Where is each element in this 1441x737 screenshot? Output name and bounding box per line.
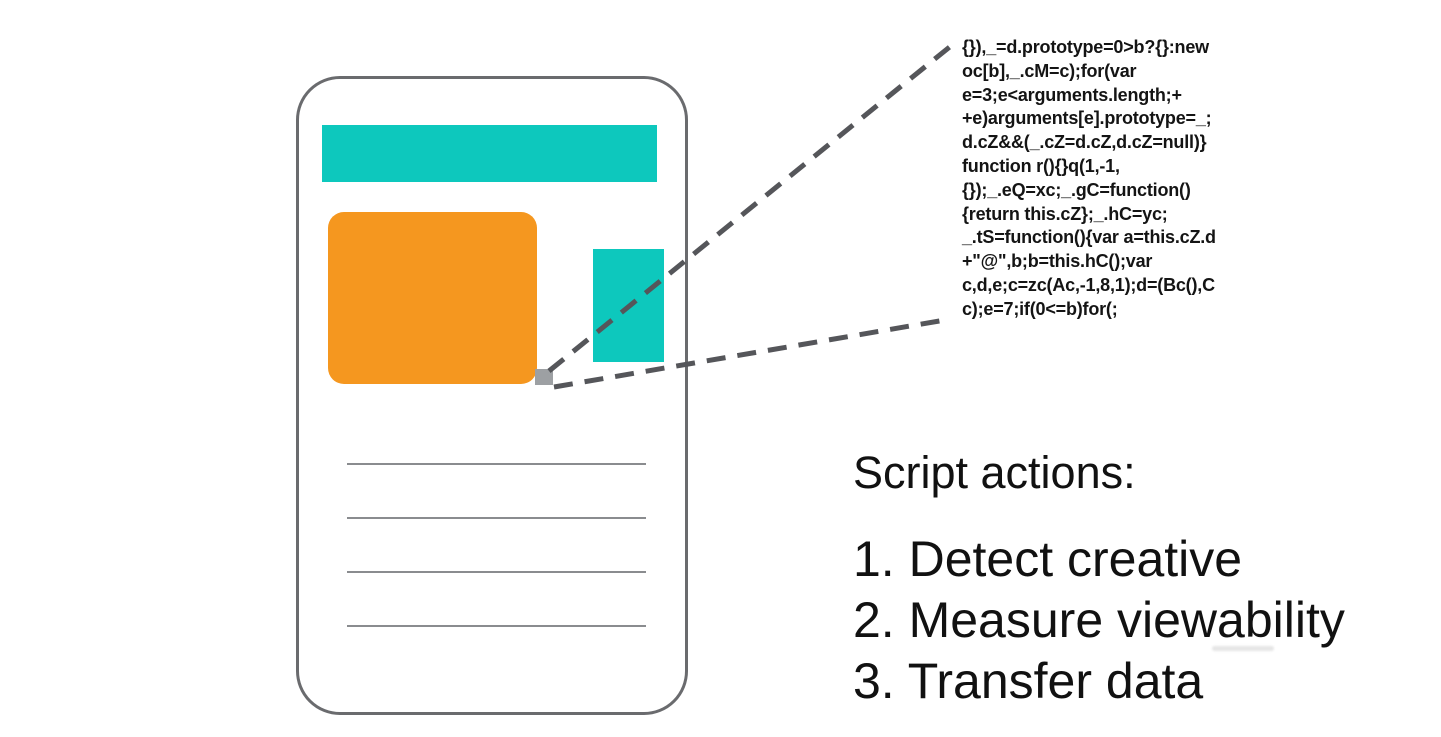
code-line: _.tS=function(){var a=this.cZ.d bbox=[962, 227, 1216, 248]
code-line: {return this.cZ};_.hC=yc; bbox=[962, 203, 1168, 224]
text-line-placeholder bbox=[347, 571, 646, 573]
code-line: {});_.eQ=xc;_.gC=function() bbox=[962, 179, 1191, 200]
ad-creative-placeholder bbox=[328, 212, 537, 384]
tracking-pixel-square bbox=[535, 369, 553, 385]
code-line: +e)arguments[e].prototype=_; bbox=[962, 108, 1212, 129]
script-action-item: 3. Transfer data bbox=[853, 653, 1204, 709]
code-line: d.cZ&&(_.cZ=d.cZ,d.cZ=null)} bbox=[962, 132, 1207, 153]
code-line: e=3;e<arguments.length;+ bbox=[962, 84, 1182, 105]
side-ad-placeholder bbox=[593, 249, 664, 362]
code-line: function r(){}q(1,-1, bbox=[962, 155, 1120, 176]
code-line: {}),_=d.prototype=0>b?{}:new bbox=[962, 37, 1209, 57]
code-line: c);e=7;if(0<=b)for(; bbox=[962, 298, 1118, 319]
script-actions-title: Script actions: bbox=[853, 447, 1136, 498]
script-actions-list: 1. Detect creative 2. Measure viewabilit… bbox=[853, 529, 1345, 712]
code-line: +"@",b;b=this.hC();var bbox=[962, 251, 1153, 272]
text-line-placeholder bbox=[347, 517, 646, 519]
code-line: c,d,e;c=zc(Ac,-1,8,1);d=(Bc(),C bbox=[962, 274, 1215, 295]
code-line: oc[b],_.cM=c);for(var bbox=[962, 60, 1137, 81]
script-action-item: 1. Detect creative bbox=[853, 531, 1243, 587]
text-line-placeholder bbox=[347, 625, 646, 627]
text-line-placeholder bbox=[347, 463, 646, 465]
header-bar-placeholder bbox=[322, 125, 657, 182]
code-snippet: {}),_=d.prototype=0>b?{}:new oc[b],_.cM=… bbox=[962, 36, 1262, 322]
smudge-artifact bbox=[1212, 646, 1274, 651]
script-action-item: 2. Measure viewability bbox=[853, 592, 1345, 648]
